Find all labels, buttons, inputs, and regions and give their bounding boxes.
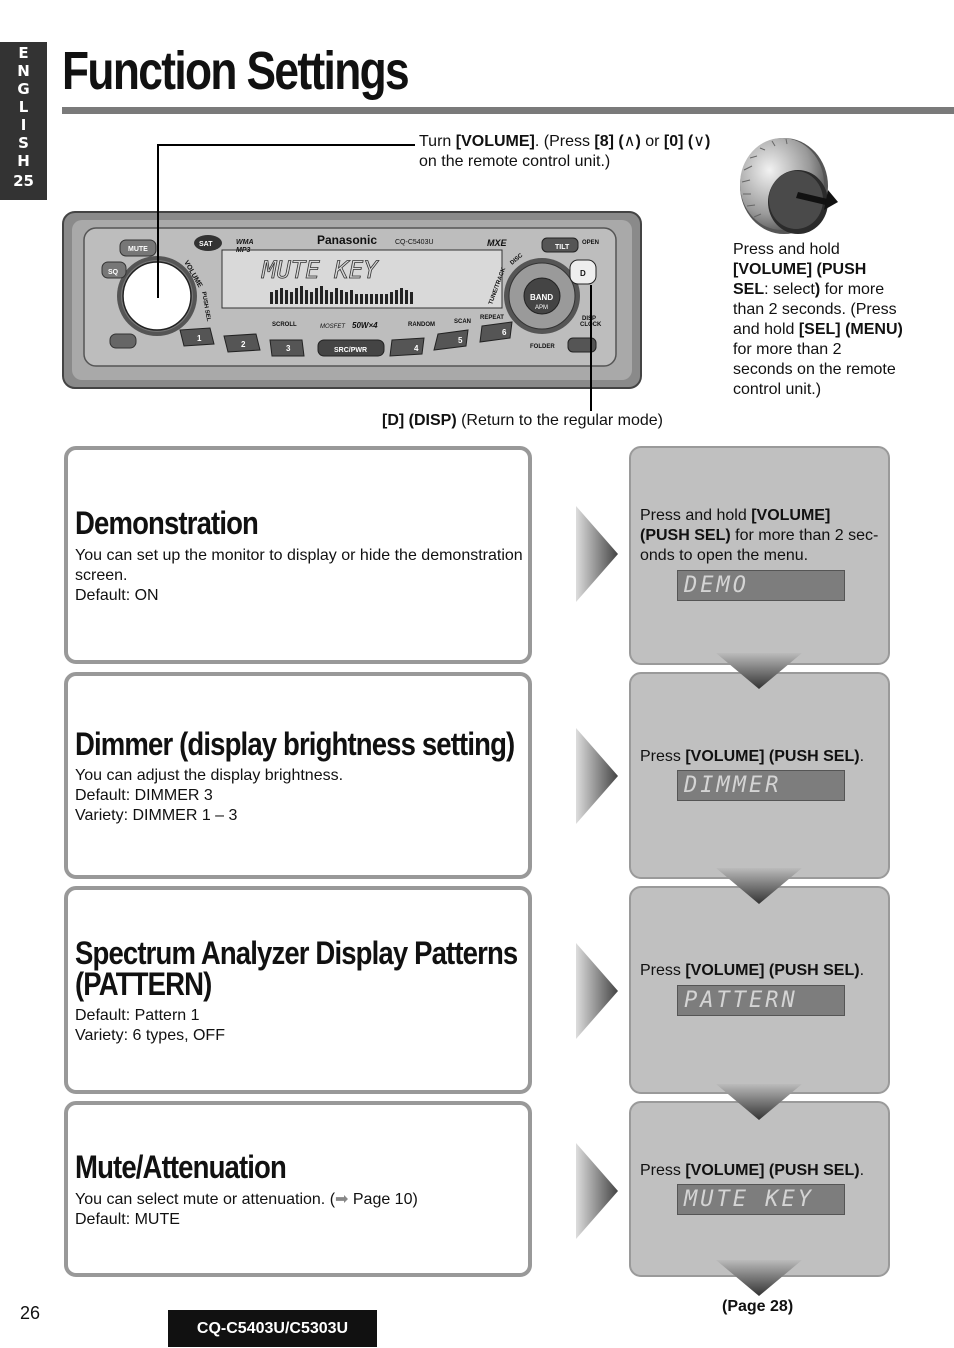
section-title: Mute/Attenuation	[75, 1149, 287, 1185]
tab-letter: E	[18, 44, 29, 62]
section-pattern: Spectrum Analyzer Display Patterns (PATT…	[64, 886, 532, 1094]
section-description: Default: Pattern 1 Variety: 6 types, OFF	[75, 1007, 225, 1044]
tab-letter: L	[18, 98, 29, 116]
car-stereo-faceplate: MUTE KEY Panasonic CQ-C5403U WMA MP3 SAT…	[62, 211, 642, 389]
arrow-right-icon	[576, 728, 618, 824]
wma-logo: WMA	[236, 239, 254, 246]
callout-line	[157, 144, 159, 298]
lcd-display: PATTERN	[677, 985, 845, 1016]
open-label: OPEN	[582, 240, 599, 246]
arrow-right-icon	[576, 1143, 618, 1239]
section-mute: Mute/Attenuation You can select mute or …	[64, 1101, 532, 1277]
step-dimmer: Press [VOLUME] (PUSH SEL). DIMMER	[629, 672, 890, 879]
sat-logo: SAT	[199, 241, 213, 248]
step-mute: Press [VOLUME] (PUSH SEL). MUTE KEY	[629, 1101, 890, 1277]
repeat-label: REPEAT	[480, 315, 504, 321]
preset-4-label: 4	[414, 344, 419, 353]
section-demonstration: Demonstration You can set up the monitor…	[64, 446, 532, 664]
preset-1-label: 1	[197, 334, 202, 343]
section-description: You can set up the monitor to display or…	[75, 547, 523, 604]
page-number: 26	[20, 1303, 41, 1323]
band-label: BAND	[530, 293, 553, 302]
brand-logo: Panasonic	[317, 233, 377, 247]
model-badge: CQ-C5403U/C5303U	[168, 1310, 377, 1347]
volume-callout: Turn [VOLUME]. (Press [8] (∧) or [0] (∨)…	[419, 133, 711, 170]
arrow-down-icon	[716, 868, 802, 904]
step-instruction: Press [VOLUME] (PUSH SEL).	[640, 748, 865, 765]
callout-line	[157, 144, 415, 146]
page-title: Function Settings	[62, 41, 410, 101]
step-instruction: Press [VOLUME] (PUSH SEL).	[640, 1162, 865, 1179]
d-button-label: D	[580, 269, 586, 278]
mute-button-label: MUTE	[128, 246, 148, 253]
tab-letter: H	[17, 152, 30, 170]
lcd-display: MUTE KEY	[677, 1184, 845, 1215]
random-label: RANDOM	[408, 322, 435, 328]
tab-page-number: 25	[13, 172, 34, 190]
preset-5-label: 5	[458, 336, 463, 345]
arrow-right-icon: ➡	[335, 1191, 349, 1208]
tab-letter: G	[17, 80, 30, 98]
sq-button-label: SQ	[108, 269, 119, 276]
title-underline	[62, 107, 954, 114]
tilt-label: TILT	[555, 244, 570, 251]
push-sel-label: PUSH SEL	[200, 291, 211, 322]
apm-label: APM	[535, 305, 548, 311]
power-label: 50W×4	[352, 321, 378, 330]
lcd-display: DEMO	[677, 570, 845, 601]
arrow-right-icon	[576, 506, 618, 602]
radio-display-text: MUTE KEY	[261, 256, 379, 284]
up-arrow-icon: ∧	[623, 133, 636, 150]
mp3-logo: MP3	[236, 247, 251, 254]
section-description: You can select mute or attenuation. (➡ P…	[75, 1191, 418, 1228]
step-pattern: Press [VOLUME] (PUSH SEL). PATTERN	[629, 886, 890, 1094]
model-label: CQ-C5403U	[395, 239, 434, 246]
volume-knob-illustration	[740, 138, 838, 234]
step-open-menu: Press and hold [VOLUME] (PUSH SEL) for m…	[629, 446, 890, 665]
arrow-right-icon	[576, 943, 618, 1039]
section-title: Dimmer (display brightness setting)	[75, 726, 515, 762]
disp-callout: [D] (DISP) (Return to the regular mode)	[382, 412, 663, 429]
arrow-down-icon	[716, 1084, 802, 1120]
folder-label: FOLDER	[530, 344, 555, 350]
preset-3-label: 3	[286, 344, 291, 353]
scan-label: SCAN	[454, 319, 471, 325]
arrow-down-icon	[716, 1260, 802, 1296]
callout-line	[590, 285, 592, 411]
tab-letter: N	[17, 62, 30, 80]
section-description: You can adjust the display brightness. D…	[75, 767, 344, 824]
disp-label: DISP	[582, 316, 596, 322]
lcd-display: DIMMER	[677, 770, 845, 801]
down-arrow-icon: ∨	[693, 133, 705, 150]
preset-2-label: 2	[241, 340, 246, 349]
step-instruction: Press [VOLUME] (PUSH SEL).	[640, 962, 865, 979]
arrow-down-icon	[716, 653, 802, 689]
preset-6-label: 6	[502, 328, 507, 337]
section-title: Spectrum Analyzer Display Patterns (PATT…	[75, 935, 518, 1002]
page-link[interactable]: Page 10)	[348, 1191, 418, 1208]
src-pwr-label: SRC/PWR	[334, 347, 367, 354]
scroll-label: SCROLL	[272, 322, 297, 328]
section-dimmer: Dimmer (display brightness setting) You …	[64, 672, 532, 879]
mosfet-label: MOSFET	[320, 324, 346, 330]
language-tab: E N G L I S H 25	[0, 42, 47, 200]
page-reference[interactable]: (Page 28)	[722, 1298, 794, 1315]
menu-callout: Press and hold [VOLUME] (PUSH SEL: selec…	[733, 241, 903, 398]
section-title: Demonstration	[75, 505, 259, 541]
mxe-logo: MXE	[487, 238, 508, 248]
step-instruction: Press and hold [VOLUME] (PUSH SEL) for m…	[640, 507, 879, 564]
tab-letter: I	[20, 116, 27, 134]
tab-letter: S	[18, 134, 29, 152]
